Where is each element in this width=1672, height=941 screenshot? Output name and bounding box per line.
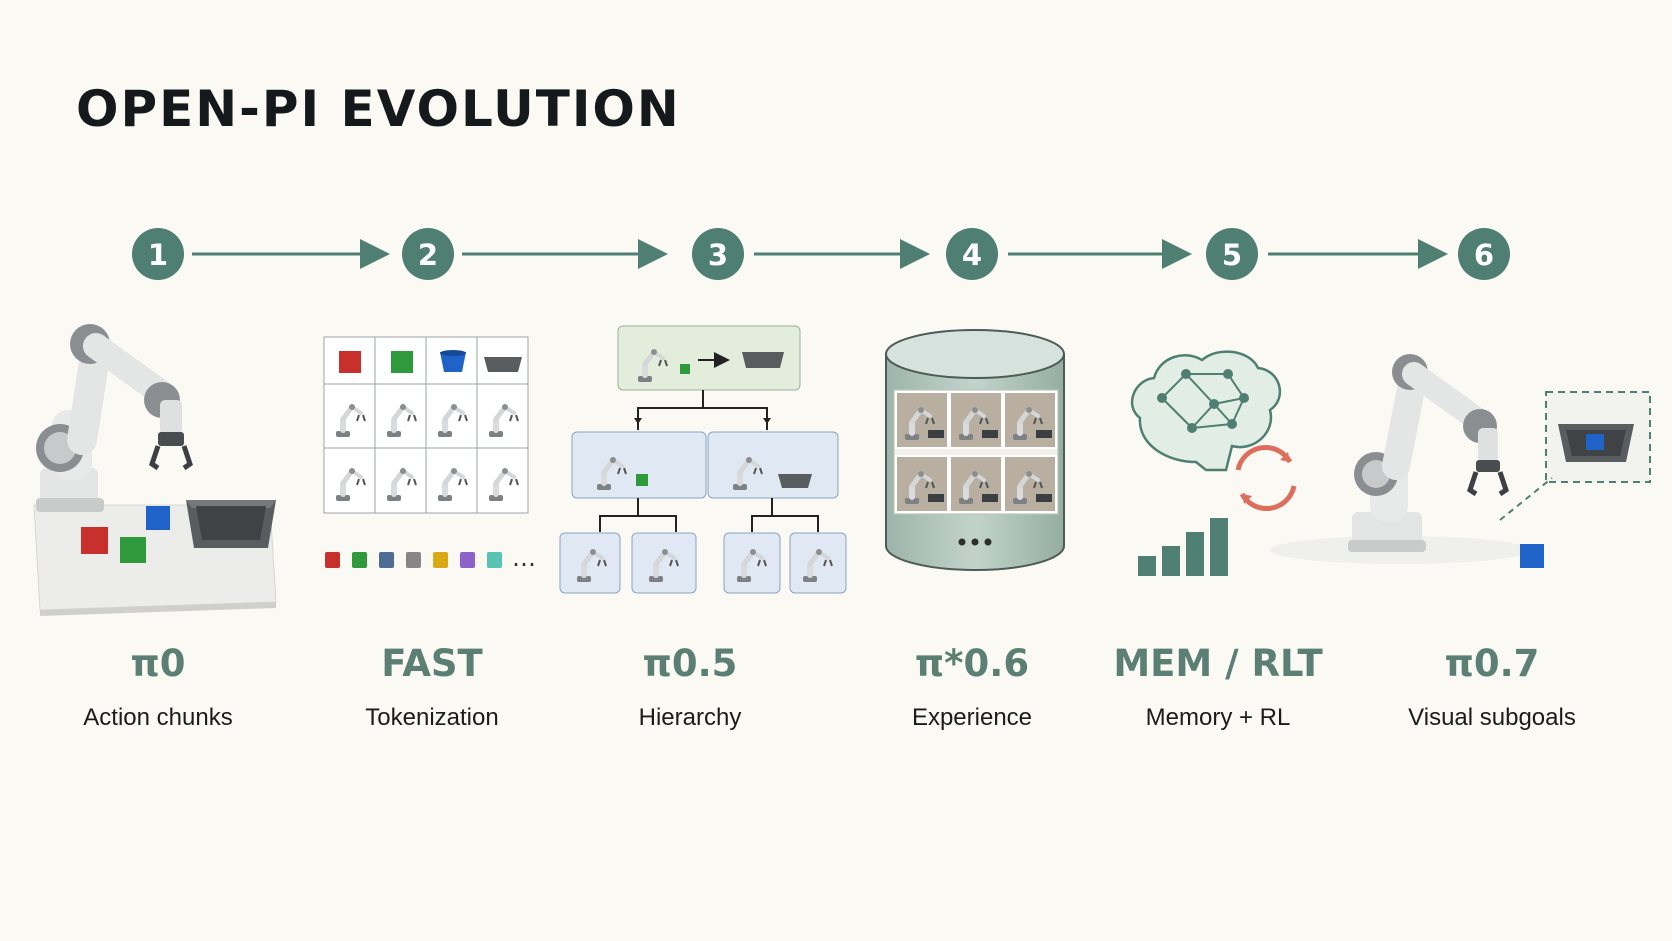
step-1-description: Action chunks (83, 704, 233, 731)
step-number: 6 (1474, 238, 1494, 272)
step-1-name: π0 (130, 642, 186, 685)
step-number: 4 (962, 238, 982, 272)
step-number: 2 (418, 238, 438, 272)
step-number: 3 (708, 238, 728, 272)
robot-arm-cubes-illustration (33, 324, 277, 616)
step-badge-6: 6 (1458, 228, 1510, 280)
page-title: OPEN-PI EVOLUTION (76, 80, 681, 138)
step-6-description: Visual subgoals (1408, 704, 1576, 731)
hierarchy-tree-illustration (559, 325, 847, 594)
step-badge-2: 2 (402, 228, 454, 280)
step-3-name: π0.5 (642, 642, 738, 685)
step-badge-4: 4 (946, 228, 998, 280)
step-3-description: Hierarchy (638, 704, 742, 731)
memory-rl-illustration (1130, 350, 1297, 576)
step-badge-3: 3 (692, 228, 744, 280)
step-badge-1: 1 (132, 228, 184, 280)
token-grid-illustration: … (323, 336, 536, 572)
step-2-description: Tokenization (365, 704, 499, 731)
database-cylinder-illustration (885, 329, 1065, 571)
step-6-name: π0.7 (1444, 642, 1540, 685)
step-4-description: Experience (911, 704, 1033, 731)
step-number: 5 (1222, 238, 1242, 272)
step-badge-5: 5 (1206, 228, 1258, 280)
visual-subgoal-illustration (1270, 354, 1651, 568)
step-number: 1 (148, 238, 168, 272)
step-5-description: Memory + RL (1145, 704, 1291, 731)
step-4-name: π*0.6 (914, 642, 1030, 685)
step-2-name: FAST (381, 642, 483, 685)
step-5-name: MEM / RLT (1113, 642, 1323, 685)
token-ellipsis: … (512, 544, 536, 572)
